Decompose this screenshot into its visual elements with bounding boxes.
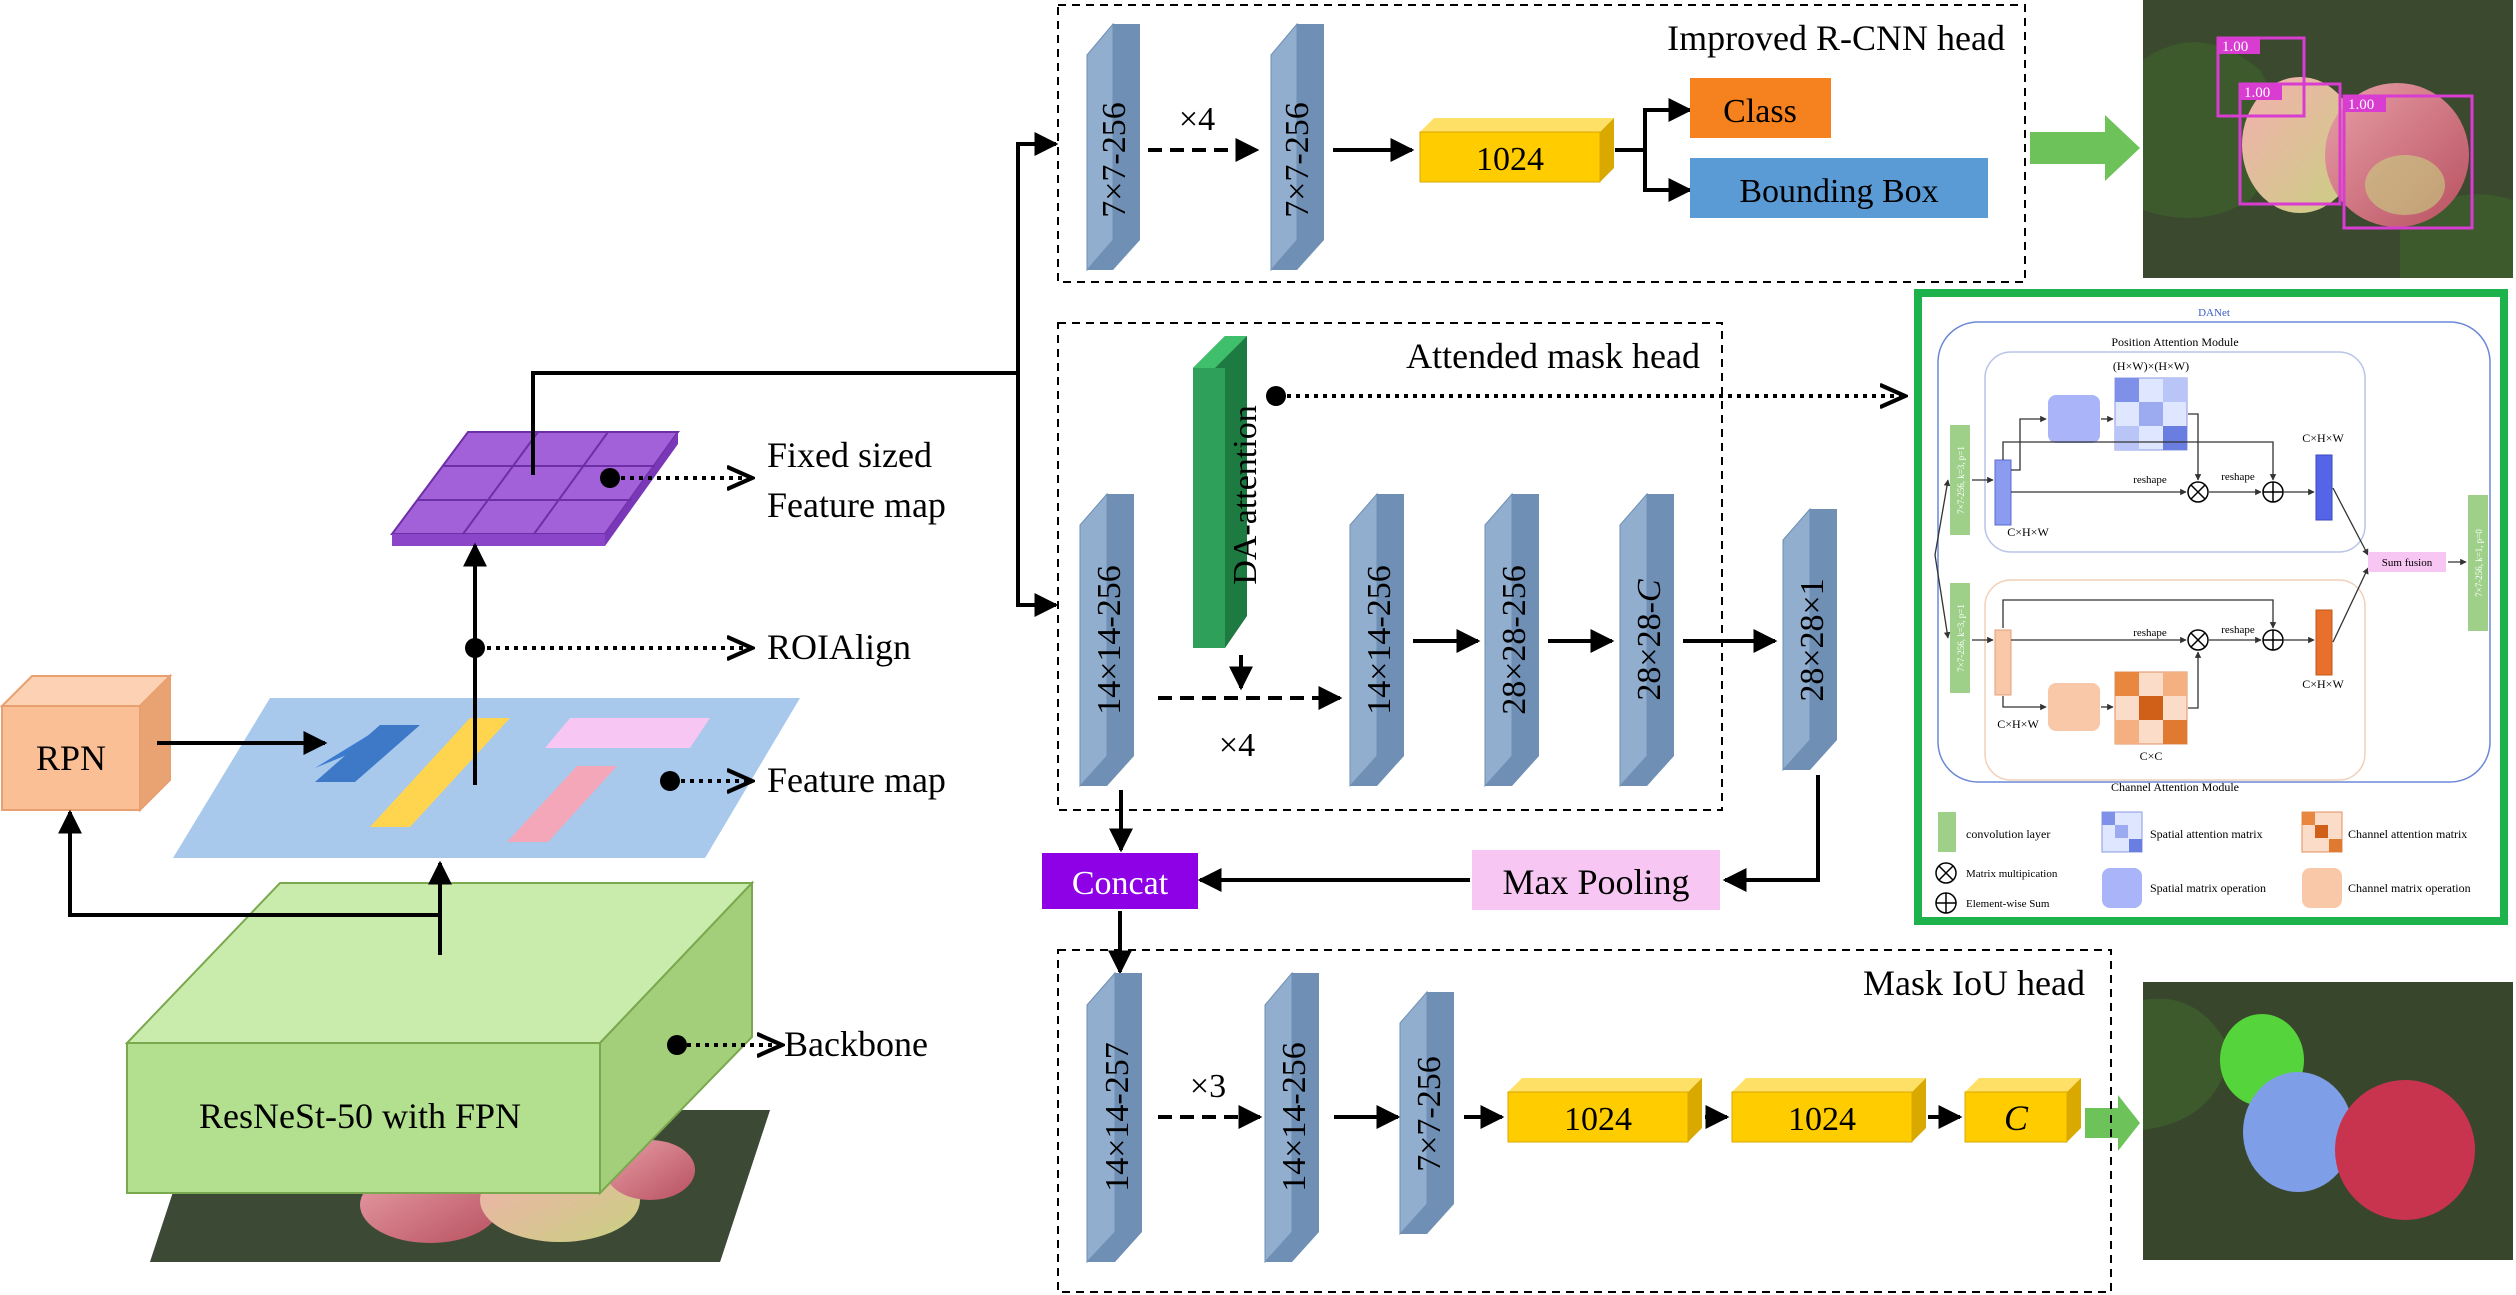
rcnn-branch-arrows: [1615, 98, 1693, 202]
mask-output-conv: [1782, 507, 1837, 772]
cam-cc-label: C×C: [2140, 749, 2163, 763]
rpn-label: RPN: [36, 738, 106, 778]
roialign-label: ROIAlign: [767, 627, 911, 667]
rcnn-conv1-label: 7×7-256: [1096, 102, 1133, 218]
iou-conv1: [1086, 971, 1142, 1264]
iou-conv3: [1399, 990, 1454, 1236]
green-arrow-bottom: [2085, 1095, 2140, 1151]
iou-head-box: [1057, 949, 2112, 1293]
fixed-map-label-2: Feature map: [767, 485, 946, 525]
rpn-block: RPN: [0, 673, 173, 813]
cam-chw-left: C×H×W: [1997, 717, 2039, 731]
green-arrow-top: [2030, 115, 2140, 181]
rcnn-head-box: [1057, 4, 2026, 283]
mask-output-label: 28×28×1: [1794, 578, 1831, 701]
detection-score-1: 1.00: [2222, 39, 2248, 55]
concat-box: [1042, 853, 1198, 909]
iou-title: Mask IoU head: [1863, 963, 2085, 1003]
backbone-label: ResNeSt-50 with FPN: [199, 1096, 521, 1136]
rcnn-fc-label: 1024: [1476, 141, 1544, 178]
feature-map-label: Feature map: [767, 760, 946, 800]
rcnn-conv1: [1086, 22, 1140, 272]
bbox-label: Bounding Box: [1739, 173, 1938, 210]
rcnn-fc: [1419, 118, 1614, 183]
mask-conv1-label: 14×14-256: [1361, 565, 1398, 715]
pam-hw-label: (H×W)×(H×W): [2113, 359, 2189, 373]
dotted-callouts: [478, 396, 1905, 1045]
pam-chw-bottom: C×H×W: [2007, 525, 2049, 539]
maxpool-label: Max Pooling: [1502, 862, 1689, 902]
iou-fc1: [1507, 1078, 1702, 1143]
pam-title: Position Attention Module: [2111, 335, 2238, 349]
pam-reshape-2: reshape: [2221, 471, 2255, 483]
mask-input-conv: [1079, 492, 1134, 788]
callout-dots: [465, 386, 1286, 1055]
legend-channel-op: Channel matrix operation: [2348, 881, 2471, 895]
iou-fc2: [1731, 1078, 1926, 1143]
mask-head-box: [1057, 322, 1723, 811]
cam-chw-right: C×H×W: [2302, 677, 2344, 691]
da-attention-label: DA-attention: [1227, 405, 1264, 584]
mask-conv3: [1619, 492, 1674, 788]
legend-spatial-att: Spatial attention matrix: [2150, 827, 2263, 841]
legend-matmul: Matrix multipication: [1966, 868, 2058, 880]
cam-reshape-2: reshape: [2221, 624, 2255, 636]
rcnn-conv2-label: 7×7-256: [1279, 102, 1316, 218]
iou-output-label: C: [2004, 1098, 2029, 1138]
sum-fusion-label: Sum fusion: [2382, 557, 2433, 569]
detection-score-3: 1.00: [2348, 97, 2374, 113]
class-box: [1690, 78, 1831, 138]
danet-title: DANet: [2198, 307, 2230, 319]
iou-conv1-label: 14×14-257: [1099, 1042, 1136, 1192]
pam-chw-top: C×H×W: [2302, 431, 2344, 445]
danet-in-label-2: 7×7-256, k=3, p=1: [1956, 604, 1966, 672]
class-label: Class: [1723, 93, 1797, 130]
iou-conv2-label: 14×14-256: [1276, 1042, 1313, 1192]
iou-output: [1964, 1078, 2081, 1143]
iou-repeat: ×3: [1190, 1068, 1226, 1105]
cam-reshape-1: reshape: [2133, 627, 2167, 639]
legend-channel-att: Channel attention matrix: [2348, 827, 2467, 841]
pam-reshape-1: reshape: [2133, 474, 2167, 486]
concat-label: Concat: [1072, 865, 1169, 902]
left-arrows: [58, 132, 1059, 955]
roi-feature-grid: [390, 431, 680, 546]
iou-fc1-label: 1024: [1564, 1101, 1632, 1138]
legend-spatial-op: Spatial matrix operation: [2150, 881, 2266, 895]
rcnn-conv2: [1270, 22, 1324, 272]
danet-out-label: 7×7-256, k=1, p=0: [2474, 529, 2484, 597]
backbone-callout-label: Backbone: [784, 1024, 928, 1064]
mask-conv2-label: 28×28-256: [1496, 565, 1533, 715]
bbox-box: [1690, 158, 1988, 218]
mask-conv2: [1484, 492, 1539, 788]
rcnn-repeat: ×4: [1179, 101, 1215, 138]
iou-fc2-label: 1024: [1788, 1101, 1856, 1138]
maxpool-box: [1472, 850, 1720, 910]
rcnn-title: Improved R-CNN head: [1667, 18, 2005, 58]
mask-conv1: [1349, 492, 1404, 788]
danet-panel: DANet Position Attention Module Channel …: [1914, 289, 2508, 925]
legend-sum: Element-wise Sum: [1966, 898, 2050, 910]
da-attention-block: [1193, 336, 1247, 648]
iou-conv2: [1264, 971, 1319, 1264]
detection-score-2: 1.00: [2244, 85, 2270, 101]
danet-in-label-1: 7×7-256, k=3, p=1: [1956, 446, 1966, 514]
mask-title: Attended mask head: [1406, 336, 1700, 376]
mask-conv3-label: 28×28-C: [1631, 579, 1668, 701]
iou-conv3-label: 7×7-256: [1411, 1056, 1448, 1172]
mask-input-label: 14×14-256: [1091, 565, 1128, 715]
cam-title: Channel Attention Module: [2111, 780, 2239, 794]
mask-repeat: ×4: [1219, 727, 1255, 764]
detection-photo: [2143, 0, 2513, 278]
fixed-map-label-1: Fixed sized: [767, 435, 932, 475]
segmentation-photo: [2143, 982, 2513, 1260]
feature-map: [173, 698, 800, 858]
legend-conv: convolution layer: [1966, 827, 2050, 841]
